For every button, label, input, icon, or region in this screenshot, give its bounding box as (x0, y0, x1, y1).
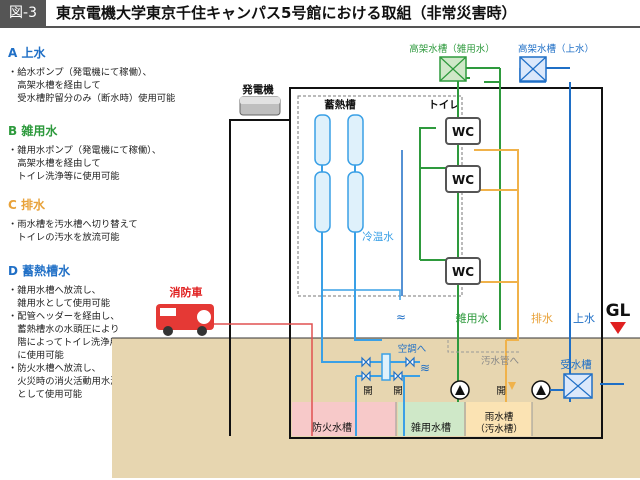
valve-icon (361, 356, 371, 368)
receiving-tank-label: 受水槽 (560, 359, 592, 371)
legend-line: 蓄熱槽水の水頭圧により (8, 324, 120, 335)
gray-water-branch (419, 127, 436, 168)
to-ac-label: 空調へ (398, 343, 427, 355)
elevated-tank-water-label: 高架水槽（上水） (518, 43, 594, 55)
fire-truck-wheel-icon (197, 326, 207, 336)
legend-line: ・配管ヘッダーを経由し、 (8, 311, 120, 322)
drainage-pipe (474, 149, 519, 341)
legend-title-heat-storage: D 蓄熱槽水 (8, 264, 71, 278)
gray-water-label: 雑用水 (456, 311, 489, 325)
legend-line: ・雑用水槽へ放流し、 (8, 285, 101, 296)
rain-tank-sub-label: （汚水槽） (475, 423, 523, 435)
fire-truck-label: 消防車 (170, 285, 203, 299)
header-rule (0, 26, 640, 28)
pump-arrow (455, 385, 465, 395)
gl-label: GL (606, 301, 631, 321)
wave-symbol: ≋ (420, 361, 430, 375)
fire-truck-window (160, 308, 176, 316)
legend-title-gray-water: B 雑用水 (8, 124, 58, 138)
legend-line: として使用可能 (8, 389, 83, 400)
cold-hot-pipe (321, 282, 401, 300)
valve-open-label: 開 (393, 386, 403, 397)
fire-tank (292, 402, 396, 436)
wc-icon (445, 165, 481, 193)
wc-icon (445, 117, 481, 145)
wc-label: WC (452, 265, 474, 279)
legend-line: 雑用水として使用可能 (8, 298, 110, 309)
legend-section-heat-storage: D 蓄熱槽水 ・雑用水槽へ放流し、 雑用水として使用可能 ・配管ヘッダーを経由し… (8, 262, 213, 401)
machine-room-outline (297, 95, 463, 297)
gray-water-tank (398, 402, 464, 436)
cold-hot-pipe (354, 232, 382, 341)
gl-marker-icon (610, 322, 626, 334)
figure-header: 図-3 東京電機大学東京千住キャンパス5号館における取組（非常災害時） (0, 0, 640, 28)
wc-label: WC (452, 125, 474, 139)
tank-cross (563, 373, 593, 399)
legend-section-gray-water: B 雑用水 ・雑用水ポンプ（発電機にて稼働）、 高架水槽を経由して トイレ洗浄等… (8, 122, 213, 183)
legend-line: 高架水槽を経由して (8, 80, 101, 91)
legend-line: 高架水槽を経由して (8, 158, 101, 169)
fire-truck-wheel-icon (163, 326, 173, 336)
generator-highlight (240, 97, 280, 104)
cold-hot-pipe (321, 232, 352, 363)
legend-title-drainage: C 排水 (8, 198, 45, 212)
cold-hot-water-label: 冷温水 (362, 230, 394, 243)
legend-line: に使用可能 (8, 350, 64, 361)
legend-line: 受水槽貯留分のみ（断水時）使用可能 (8, 93, 176, 104)
legend-line: ・雨水槽を汚水槽へ切り替えて (8, 219, 138, 230)
drainage-label: 排水 (531, 311, 553, 325)
rain-tank (466, 402, 532, 436)
legend-line: ・防火水槽へ放流し、 (8, 363, 101, 374)
gray-tank-label: 雑用水槽 (411, 421, 451, 434)
heat-storage-tank (314, 171, 331, 233)
wc-icon (445, 257, 481, 285)
water-supply-label: 上水 (573, 312, 595, 325)
tank-cross (439, 56, 467, 82)
figure-title: 東京電機大学東京千住キャンパス5号館における取組（非常災害時） (56, 4, 517, 22)
to-sewage-label: 汚水管へ (481, 355, 520, 367)
legend-line: トイレの汚水を放流可能 (8, 232, 120, 243)
fire-tank-label: 防火水槽 (312, 421, 352, 434)
valve-open-label: 開 (496, 386, 506, 397)
valve-icon (405, 356, 415, 368)
legend-line: ・給水ポンプ（発電機にて稼働）、 (8, 67, 152, 78)
pump-arrow (536, 385, 546, 395)
pipe-header (381, 353, 391, 381)
heat-storage-tank (347, 114, 364, 166)
generator-room (229, 119, 290, 436)
drain-valve-icon (508, 382, 516, 390)
generator-label: 発電機 (241, 83, 274, 96)
legend-section-drainage: C 排水 ・雨水槽を汚水槽へ切り替えて トイレの汚水を放流可能 (8, 196, 213, 244)
figure-number: 図-3 (0, 0, 46, 26)
heat-storage-tank (314, 114, 331, 166)
sewage-outline (447, 340, 520, 353)
elevated-tank-gray-label: 高架水槽（雑用水） (409, 43, 495, 55)
heat-storage-tank (347, 171, 364, 233)
legend-line: トイレ洗浄等に使用可能 (8, 171, 120, 182)
legend-title-water-supply: A 上水 (8, 46, 46, 60)
valve-icon (393, 370, 403, 382)
wave-symbol: ≈ (396, 310, 406, 324)
fire-hose-line (214, 323, 313, 436)
valve-icon (361, 370, 371, 382)
valve-open-label: 開 (363, 386, 373, 397)
tank-cross (519, 56, 547, 82)
wc-label: WC (452, 173, 474, 187)
building-outline (289, 87, 603, 439)
toilet-label: トイレ (428, 99, 460, 111)
legend-section-water-supply: A 上水 ・給水ポンプ（発電機にて稼働）、 高架水槽を経由して 受水槽貯留分のみ… (8, 44, 213, 105)
fire-truck-hose-reel (195, 308, 213, 326)
heat-storage-label: 蓄熱槽 (324, 98, 356, 111)
legend-line: 階によってトイレ洗浄用 (8, 337, 119, 348)
legend-line: 火災時の消火活動用水源 (8, 376, 120, 387)
legend-line: ・雑用水ポンプ（発電機にて稼働）、 (8, 145, 162, 156)
rain-tank-label: 雨水槽 (485, 411, 514, 423)
